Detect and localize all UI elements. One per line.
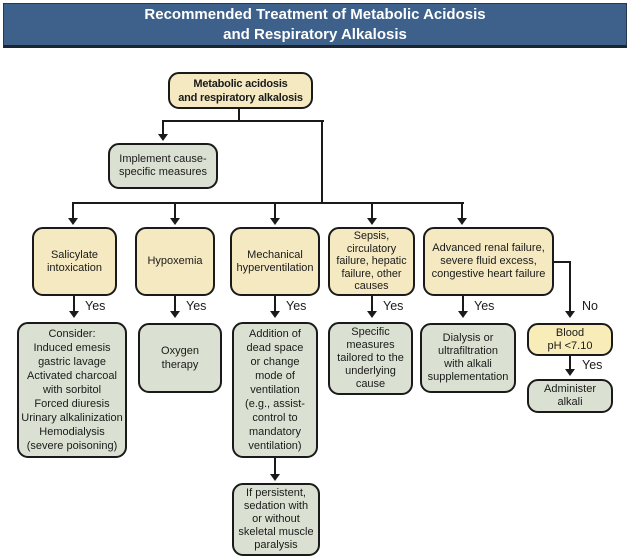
no-label: No [582,299,598,313]
connector-line [462,296,464,312]
connector-line [238,108,240,122]
connector-line [371,202,373,219]
followup-sedation-text: If persistent, sedation with or without … [238,487,314,551]
yes-label: Yes [286,299,307,313]
connector-line [321,120,323,204]
yes-label: Yes [383,299,404,313]
connector-line [174,296,176,312]
treatment-oxygen-box: Oxygen therapy [138,323,222,393]
arrow-down-icon [565,311,575,318]
root-box-metabolic-acidosis: Metabolic acidosis and respiratory alkal… [168,72,313,109]
implement-measures-box: Implement cause- specific measures [108,143,218,189]
arrow-down-icon [170,218,180,225]
arrow-down-icon [158,134,168,141]
connector-line [274,202,276,219]
arrow-down-icon [367,218,377,225]
treatment-dialysis-text: Dialysis or ultrafiltration with alkali … [427,332,509,383]
condition-salicylate-box: Salicylate intoxication [32,227,117,296]
action-administer-alkali-text: Administer alkali [544,383,596,408]
condition-hypoxemia-text: Hypoxemia [147,255,203,267]
arrow-down-icon [367,311,377,318]
condition-salicylate-text: Salicylate intoxication [46,248,103,274]
root-box-text: Metabolic acidosis and respiratory alkal… [178,77,303,104]
connector-line [162,120,324,122]
connector-line [274,458,276,475]
treatment-salicylate-text: Consider: Induced emesis gastric lavage … [21,328,123,452]
connector-line [371,296,373,312]
connector-line [274,296,276,312]
arrow-down-icon [457,218,467,225]
connector-line [569,261,571,312]
title-line1: Recommended Treatment of Metabolic Acido… [144,5,486,23]
treatment-ventilation-text: Addition of dead space or change mode of… [245,328,305,452]
treatment-specific-measures-box: Specific measures tailored to the underl… [328,322,413,395]
condition-renal-failure-box: Advanced renal failure, severe fluid exc… [423,227,554,296]
yes-label: Yes [85,299,106,313]
arrow-down-icon [565,369,575,376]
treatment-specific-measures-text: Specific measures tailored to the underl… [337,326,404,390]
treatment-salicylate-box: Consider: Induced emesis gastric lavage … [17,322,127,458]
arrow-down-icon [170,311,180,318]
condition-renal-failure-text: Advanced renal failure, severe fluid exc… [431,242,546,280]
connector-line [72,202,464,204]
connector-line [461,202,463,219]
action-administer-alkali-box: Administer alkali [527,379,613,413]
followup-sedation-box: If persistent, sedation with or without … [232,483,320,556]
arrow-down-icon [270,311,280,318]
connector-line [73,296,75,312]
connector-line [162,120,164,135]
connector-line [554,261,571,263]
title-bar: Recommended Treatment of Metabolic Acido… [3,3,627,48]
check-blood-ph-text: Blood pH <7.10 [547,326,593,352]
arrow-down-icon [458,311,468,318]
connector-line [174,202,176,219]
arrow-down-icon [270,474,280,481]
arrow-down-icon [270,218,280,225]
condition-sepsis-text: Sepsis, circulatory failure, hepatic fai… [336,230,407,293]
yes-label: Yes [186,299,207,313]
yes-label: Yes [474,299,495,313]
check-blood-ph-box: Blood pH <7.10 [527,323,613,356]
implement-measures-text: Implement cause- specific measures [118,153,208,178]
condition-mechanical-hyperventilation-box: Mechanical hyperventilation [230,227,320,296]
condition-sepsis-box: Sepsis, circulatory failure, hepatic fai… [328,227,415,296]
title-line2: and Respiratory Alkalosis [223,25,407,43]
treatment-dialysis-box: Dialysis or ultrafiltration with alkali … [420,323,516,393]
treatment-oxygen-text: Oxygen therapy [161,345,199,371]
condition-mechanical-hyperventilation-text: Mechanical hyperventilation [236,248,314,274]
connector-line [569,355,571,370]
treatment-ventilation-box: Addition of dead space or change mode of… [232,322,318,458]
connector-line [72,202,74,219]
arrow-down-icon [69,311,79,318]
yes-label: Yes [582,358,603,372]
arrow-down-icon [68,218,78,225]
condition-hypoxemia-box: Hypoxemia [135,227,215,296]
